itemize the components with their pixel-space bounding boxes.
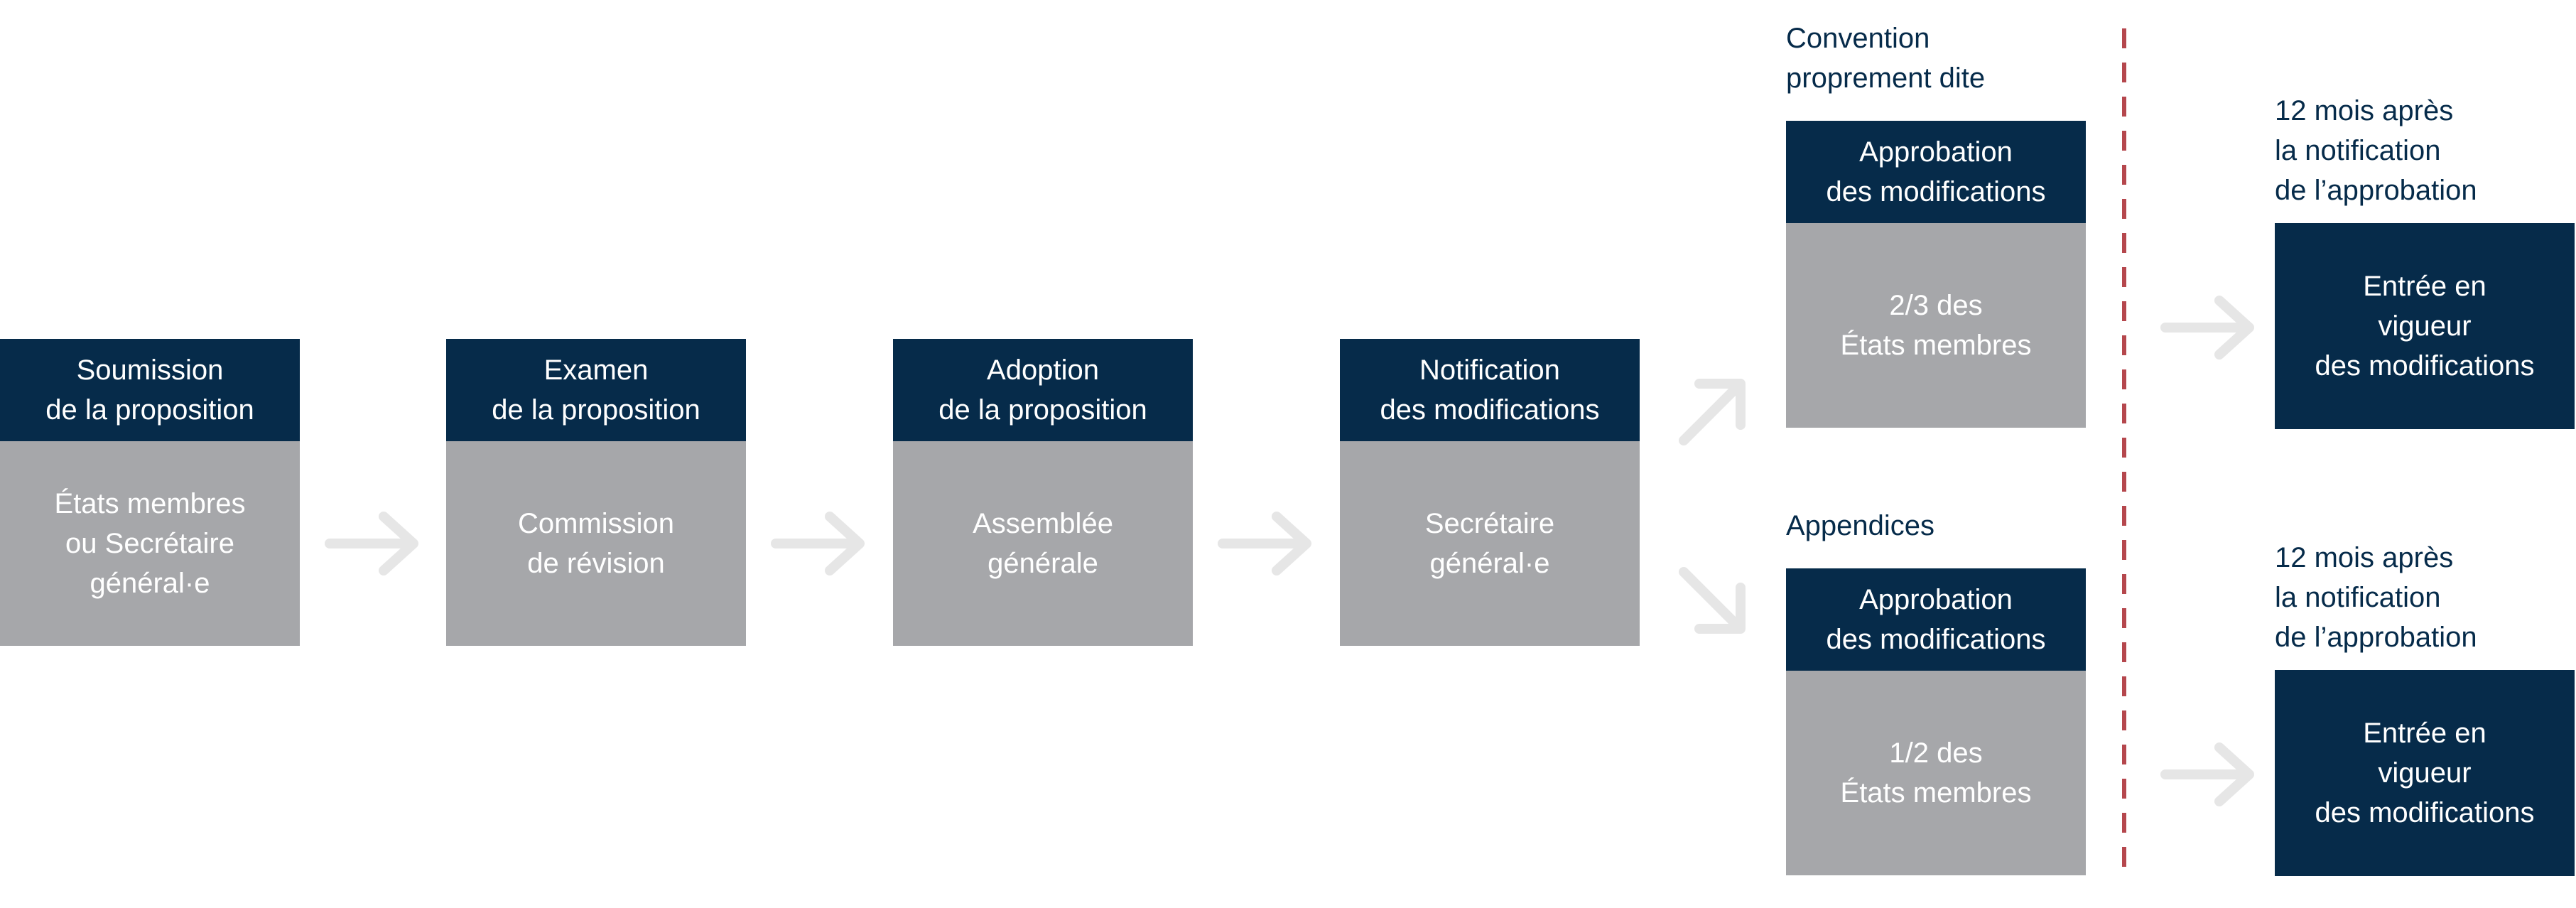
step-actor: Assemblée générale xyxy=(893,441,1193,646)
approval-title: Approbation des modifications xyxy=(1786,121,2086,223)
delay-label-convention: 12 mois après la notification de l’appro… xyxy=(2275,95,2477,206)
result-convention: Entrée en vigueur des modifications xyxy=(2275,223,2575,429)
branch-label-appendices: Appendices xyxy=(1786,510,1935,541)
step-title: Adoption de la proposition xyxy=(893,339,1193,441)
arrow-right-icon xyxy=(325,512,418,575)
step-notification: Notification des modifications Secrétair… xyxy=(1340,339,1640,646)
step-actor: Commission de révision xyxy=(446,441,746,646)
step-actor: États membres ou Secrétaire général·e xyxy=(0,441,300,646)
step-submission: Soumission de la proposition États membr… xyxy=(0,339,300,646)
step-adoption: Adoption de la proposition Assemblée gén… xyxy=(893,339,1193,646)
approval-threshold: 2/3 des États membres xyxy=(1786,223,2086,428)
result-appendices: Entrée en vigueur des modifications xyxy=(2275,670,2575,876)
delay-label-appendices: 12 mois après la notification de l’appro… xyxy=(2275,542,2477,653)
approval-title: Approbation des modifications xyxy=(1786,568,2086,671)
step-actor: Secrétaire général·e xyxy=(1340,441,1640,646)
step-review: Examen de la proposition Commission de r… xyxy=(446,339,746,646)
branch-label-convention: Convention proprement dite xyxy=(1786,23,1986,94)
step-title: Notification des modifications xyxy=(1340,339,1640,441)
arrow-up-right-icon xyxy=(1679,379,1746,445)
approval-threshold: 1/2 des États membres xyxy=(1786,671,2086,875)
approval-convention: Approbation des modifications 2/3 des Ét… xyxy=(1786,121,2086,428)
arrow-right-icon xyxy=(1218,512,1311,575)
arrow-right-icon xyxy=(2160,296,2254,360)
step-title: Soumission de la proposition xyxy=(0,339,300,441)
step-title: Examen de la proposition xyxy=(446,339,746,441)
arrow-right-icon xyxy=(771,512,865,575)
approval-appendices: Approbation des modifications 1/2 des Ét… xyxy=(1786,568,2086,875)
arrow-down-right-icon xyxy=(1679,567,1746,634)
arrow-right-icon xyxy=(2160,742,2254,806)
